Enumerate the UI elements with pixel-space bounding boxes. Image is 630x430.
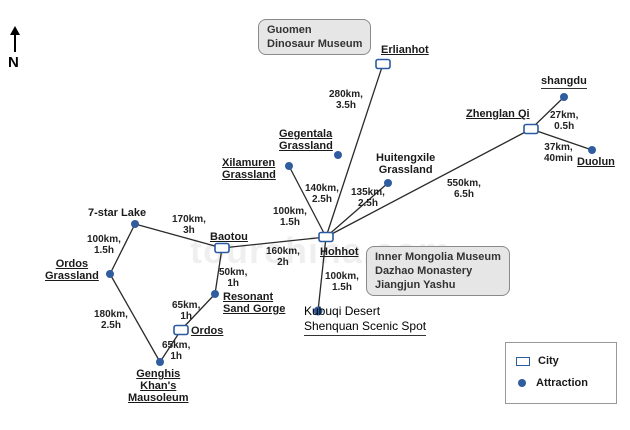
route-baotou-resonant bbox=[214, 247, 223, 295]
attraction-label-shangdu: shangdu bbox=[541, 75, 587, 89]
city-marker-baotou bbox=[214, 242, 230, 254]
city-marker-hohhot bbox=[318, 231, 334, 243]
attraction-marker-kubuqi bbox=[313, 306, 323, 316]
city-marker-erlianhot bbox=[375, 58, 391, 70]
attraction-label-7-star-lake: 7-star Lake bbox=[88, 207, 147, 219]
north-arrow: N bbox=[6, 26, 24, 76]
distance-zhenglan-shangdu: 27km, 0.5h bbox=[550, 110, 579, 132]
callout-guomen-dinosaur-museum: Guomen Dinosaur Museum bbox=[258, 19, 372, 55]
route-hohhot-xilamuren bbox=[288, 165, 327, 238]
route-baotou-sevenstar bbox=[134, 223, 223, 249]
attraction-dot-icon bbox=[518, 379, 526, 388]
attraction-marker-huitengxile bbox=[384, 179, 392, 187]
distance-baotou-hohhot: 160km, 2h bbox=[266, 246, 300, 268]
route-hohhot-erlianhot bbox=[325, 63, 384, 238]
attraction-label-huitengxile: Huitengxile Grassland bbox=[376, 152, 436, 176]
legend-attraction-label: Attraction bbox=[536, 377, 588, 389]
route-zhenglan-duolun bbox=[530, 128, 593, 151]
distance-ordos-grassland-genghis: 180km, 2.5h bbox=[94, 309, 128, 331]
map-legend: City Attraction bbox=[505, 342, 617, 404]
attraction-marker-shangdu bbox=[560, 93, 568, 101]
attraction-label-kubuqi-desert: Kubuqi Desert Shenquan Scenic Spot bbox=[304, 304, 427, 336]
attraction-label-resonant-sand-gorge: Resonant Sand Gorge bbox=[223, 291, 286, 315]
distance-zhenglan-duolun: 37km, 40min bbox=[544, 142, 573, 164]
attraction-marker-sevenstar bbox=[131, 220, 139, 228]
route-hohhot-kubuqi bbox=[317, 236, 327, 312]
attraction-label-ordos-grassland: Ordos Grassland bbox=[45, 258, 99, 282]
distance-hohhot-xilamuren: 100km, 1.5h bbox=[273, 206, 307, 228]
distance-hohhot-huitengxile: 135km, 2.5h bbox=[351, 187, 385, 209]
legend-city-row: City bbox=[516, 355, 559, 367]
distance-baotou-7-star-lake: 170km, 3h bbox=[172, 214, 206, 236]
city-label-erlianhot: Erlianhot bbox=[381, 44, 429, 56]
callout-hohhot-sights: Inner Mongolia Museum Dazhao Monastery J… bbox=[366, 246, 510, 296]
attraction-marker-gegentala bbox=[334, 151, 342, 159]
city-label-hohhot: Hohhot bbox=[320, 246, 359, 258]
city-label-zhenglan-qi: Zhenglan Qi bbox=[466, 108, 530, 120]
city-marker-ordos bbox=[173, 324, 189, 336]
attraction-marker-ordosgrass bbox=[106, 270, 114, 278]
attraction-label-gegentala: Gegentala Grassland bbox=[279, 128, 333, 152]
distance-7-star-ordos-grassland: 100km, 1.5h bbox=[87, 234, 121, 256]
attraction-label-xilamuren: Xilamuren Grassland bbox=[222, 157, 276, 181]
route-ordosgrass-genghis bbox=[109, 273, 161, 363]
distance-ordos-genghis: 65km, 1h bbox=[162, 340, 191, 362]
attraction-marker-resonant bbox=[211, 290, 219, 298]
distance-hohhot-gegentala: 140km, 2.5h bbox=[305, 183, 339, 205]
north-label: N bbox=[8, 54, 19, 71]
distance-hohhot-zhenglan: 550km, 6.5h bbox=[447, 178, 481, 200]
city-label-baotou: Baotou bbox=[210, 231, 248, 243]
route-resonant-ordos bbox=[180, 293, 216, 331]
north-arrow-icon bbox=[10, 26, 20, 52]
route-zhenglan-shangdu bbox=[530, 96, 565, 130]
route-hohhot-huitengxile bbox=[325, 182, 389, 238]
attraction-marker-xilamuren bbox=[285, 162, 293, 170]
attraction-marker-duolun bbox=[588, 146, 596, 154]
distance-baotou-resonant: 50km, 1h bbox=[219, 267, 248, 289]
route-hohhot-baotou bbox=[221, 236, 327, 249]
city-marker-icon bbox=[516, 356, 530, 366]
legend-attraction-row: Attraction bbox=[516, 377, 588, 389]
distance-hohhot-kubuqi: 100km, 1.5h bbox=[325, 271, 359, 293]
attraction-label-genghis-khan-mausoleum: Genghis Khan's Mausoleum bbox=[128, 368, 189, 404]
route-ordos-genghis bbox=[159, 329, 182, 363]
route-sevenstar-ordosgrass bbox=[109, 223, 136, 275]
legend-city-label: City bbox=[538, 355, 559, 367]
distance-hohhot-erlianhot: 280km, 3.5h bbox=[329, 89, 363, 111]
attraction-label-duolun: Duolun bbox=[577, 156, 615, 168]
city-label-ordos: Ordos bbox=[191, 325, 224, 337]
route-hohhot-zhenglan bbox=[325, 128, 532, 238]
distance-ordos-resonant: 65km, 1h bbox=[172, 300, 201, 322]
city-marker-zhenglan bbox=[523, 123, 539, 135]
attraction-marker-genghis bbox=[156, 358, 164, 366]
